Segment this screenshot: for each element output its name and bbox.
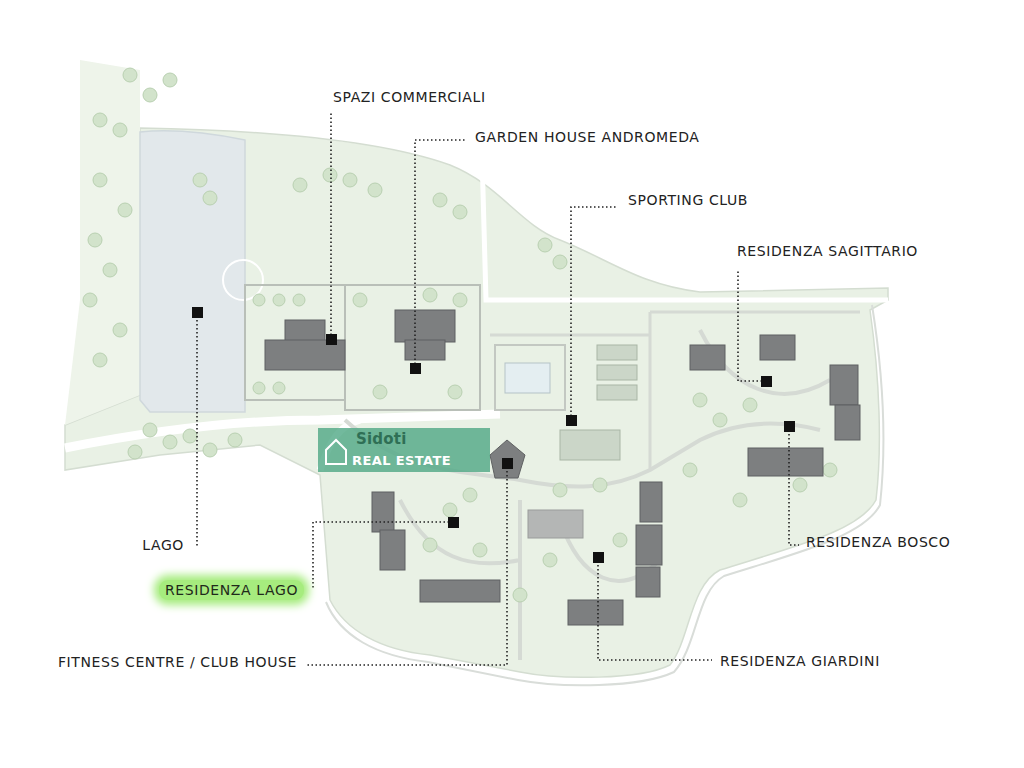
leader-line <box>305 463 507 665</box>
building <box>380 530 405 570</box>
building <box>395 310 455 342</box>
trees <box>83 68 837 619</box>
area-label: RESIDENZA BOSCO <box>806 533 950 551</box>
watermark: REAL ESTATE <box>352 452 451 470</box>
pool-area <box>495 345 565 410</box>
site-border <box>326 305 883 685</box>
watermark-panel <box>318 428 490 472</box>
tennis-court <box>597 365 637 380</box>
leader-line <box>598 557 712 660</box>
leader-line <box>789 426 799 545</box>
building <box>420 580 500 602</box>
leader-line <box>313 522 453 590</box>
buildings <box>265 310 860 625</box>
location-marker <box>502 458 513 469</box>
walkway <box>490 312 860 470</box>
area-label: LAGO <box>142 536 184 554</box>
building <box>690 345 725 370</box>
tennis-court <box>597 345 637 360</box>
location-marker <box>784 421 795 432</box>
markers <box>192 307 795 563</box>
area-label: RESIDENZA SAGITTARIO <box>737 242 918 260</box>
building <box>528 510 583 538</box>
leader-line <box>415 140 467 368</box>
building <box>285 320 325 342</box>
site-area <box>65 128 888 677</box>
location-marker <box>326 334 337 345</box>
location-marker <box>448 517 459 528</box>
watermark: Sidoti <box>356 430 407 448</box>
pool <box>505 363 550 393</box>
watermark-house-icon <box>326 440 346 464</box>
building <box>372 492 394 532</box>
building <box>405 340 445 360</box>
leader-line <box>738 270 766 381</box>
area-label: SPAZI COMMERCIALI <box>333 88 486 106</box>
building <box>830 365 858 405</box>
building <box>568 600 623 625</box>
area-label: SPORTING CLUB <box>628 191 748 209</box>
building <box>636 525 662 565</box>
leader-line <box>196 312 198 548</box>
building <box>636 567 660 597</box>
building <box>748 448 823 476</box>
lake <box>140 131 245 412</box>
building <box>835 405 860 440</box>
location-marker <box>566 415 577 426</box>
leader-line <box>571 207 618 420</box>
location-marker <box>192 307 203 318</box>
location-marker <box>593 552 604 563</box>
location-marker <box>761 376 772 387</box>
location-marker <box>410 363 421 374</box>
road <box>482 155 888 300</box>
area-label: FITNESS CENTRE / CLUB HOUSE <box>58 653 297 671</box>
building <box>640 482 662 522</box>
sports-court <box>560 430 620 460</box>
highlighted-area-label: RESIDENZA LAGO <box>159 580 304 600</box>
area-label: GARDEN HOUSE ANDROMEDA <box>475 128 700 146</box>
building <box>760 335 795 360</box>
tennis-court <box>597 385 637 400</box>
area-label: RESIDENZA GIARDINI <box>720 652 880 670</box>
leader-line <box>330 113 332 339</box>
